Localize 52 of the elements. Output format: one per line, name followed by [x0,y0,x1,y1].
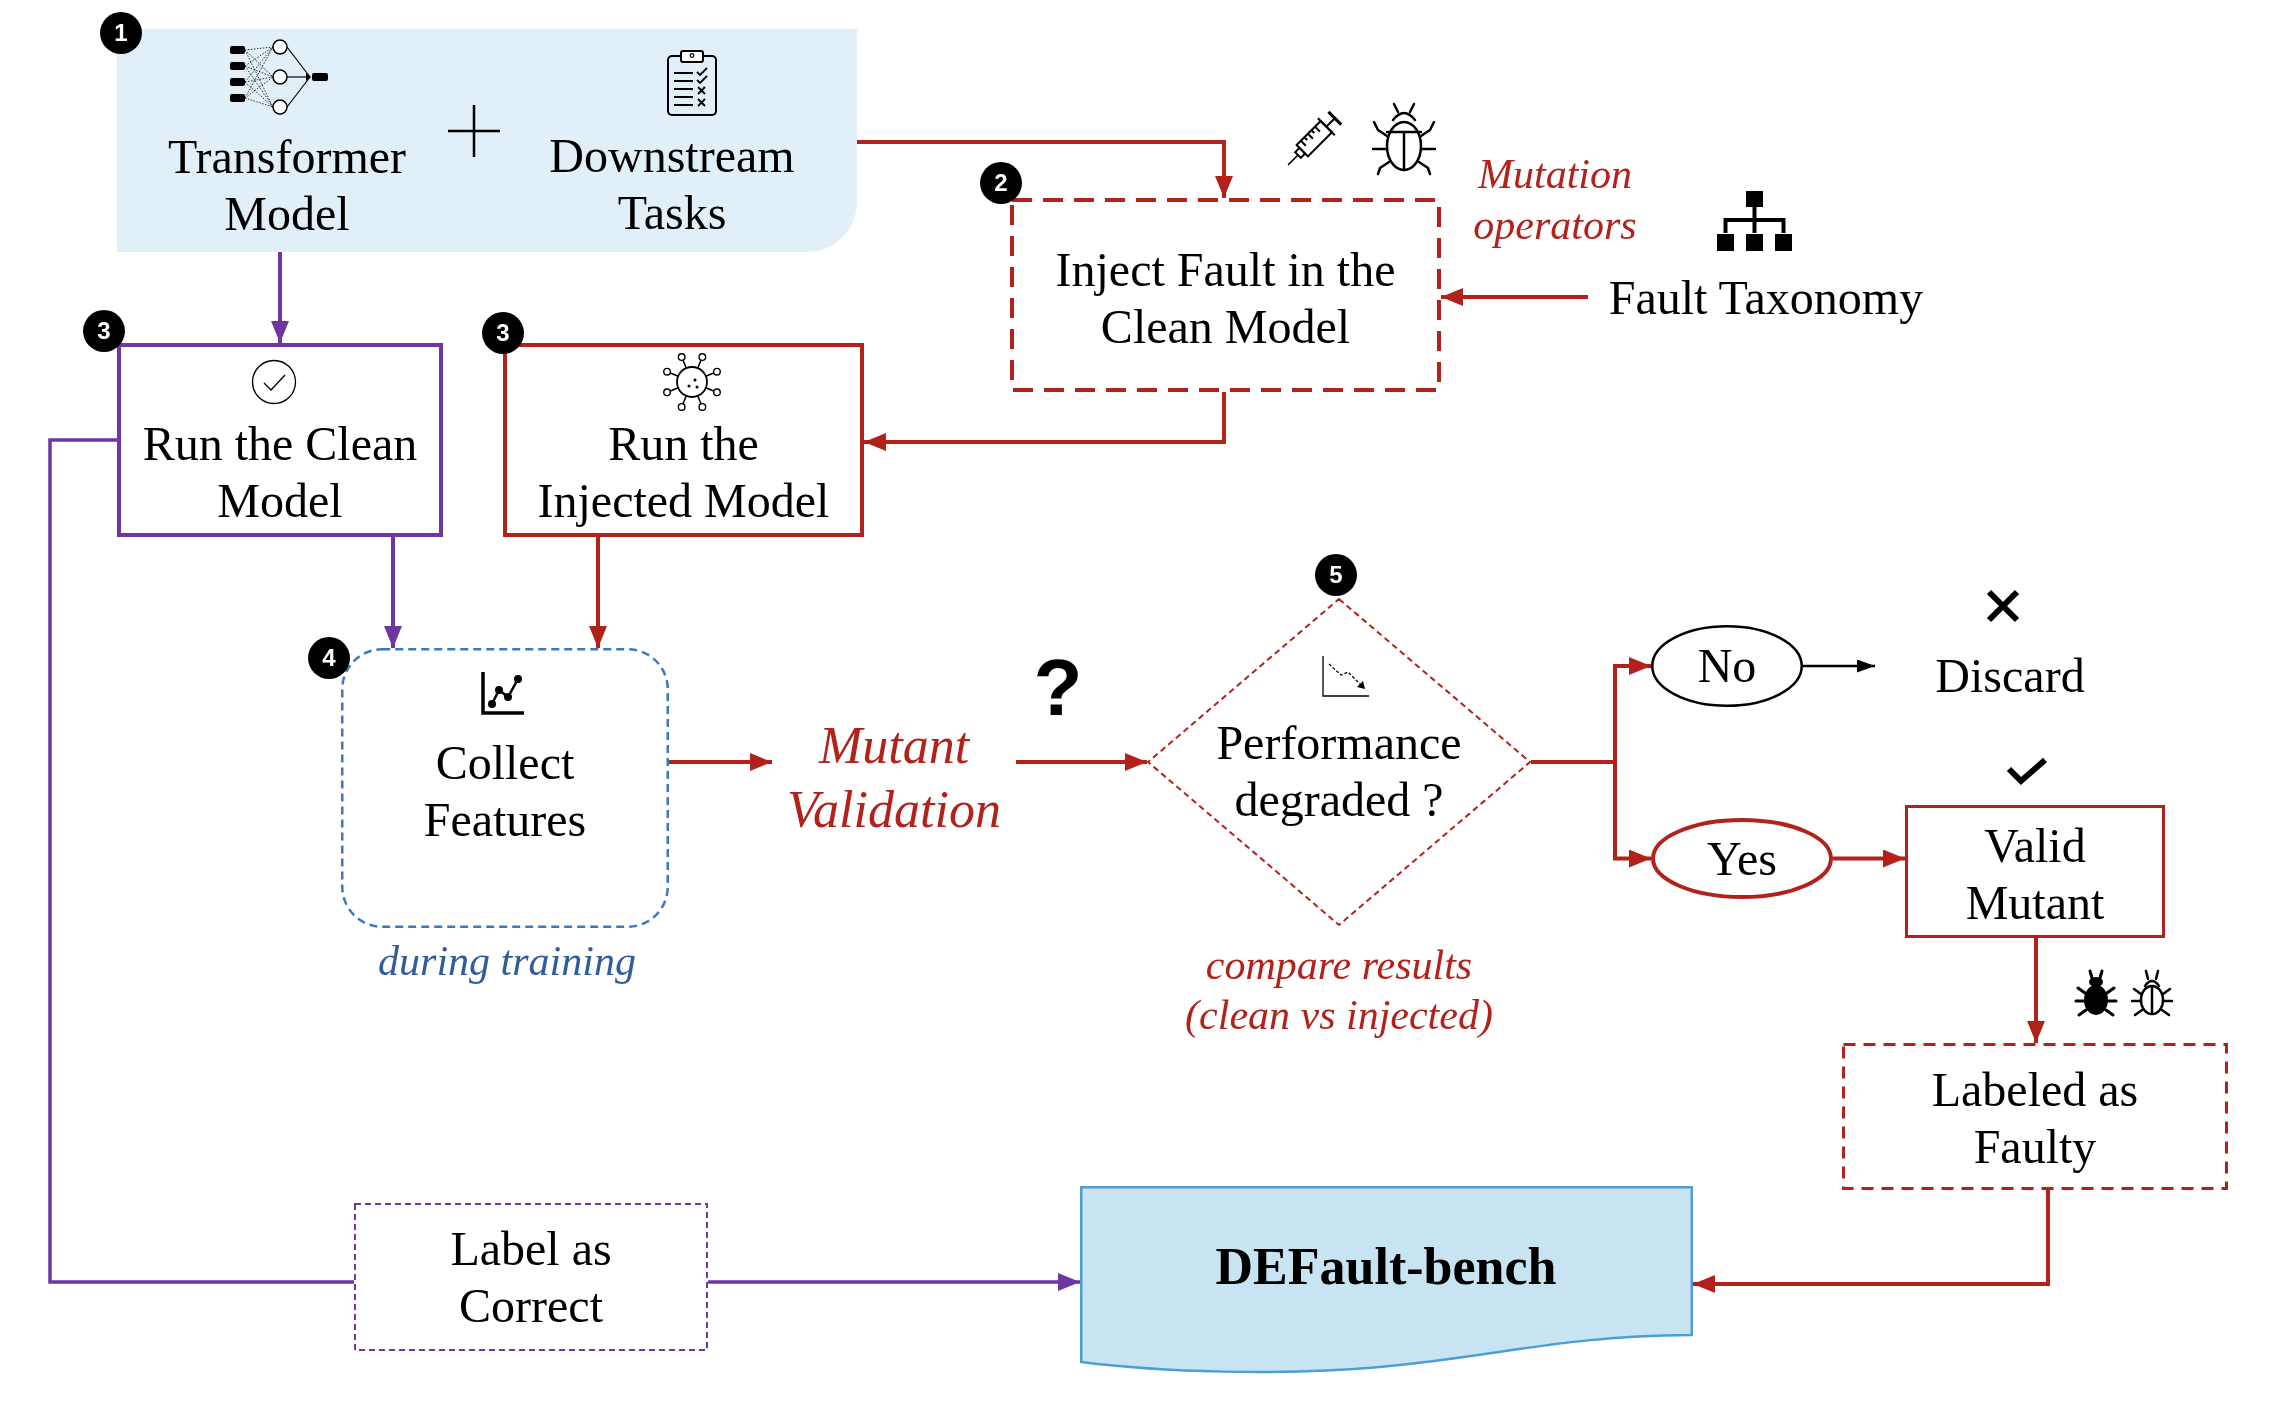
step-number: 2 [980,162,1022,204]
annotation-text: Mutation operators [1472,150,1638,250]
step-text: Fault Taxonomy [1588,268,1944,326]
step-number: 3 [482,312,524,354]
question-mark: ? [1033,648,1083,728]
arrow [864,392,1226,451]
arrow [384,537,402,648]
arrow [708,1273,1080,1291]
arrow [1441,288,1588,306]
step-text: Collect Features [422,735,588,848]
arrow [1833,849,1905,868]
outcome-ellipse [1651,818,1833,899]
dashed-process-box [354,1203,708,1351]
process-box [117,343,443,537]
document-shape [1080,1186,1693,1376]
step-text: Labeled as Faulty [1930,1062,2140,1175]
arrow [2027,938,2045,1043]
decision-diamond [1147,598,1531,926]
step-text: No [1696,638,1758,694]
caption-text: during training [377,937,637,986]
arrow [1016,753,1147,771]
step-number: 4 [308,637,350,679]
arrow [669,753,772,771]
arrow [589,537,607,648]
caption-text: compare results (clean vs injected) [1184,941,1494,1040]
arrow [271,252,289,343]
step-text: Inject Fault in the Clean Model [1054,242,1397,355]
step-text: Transformer Model [166,129,408,242]
outcome-ellipse [1651,625,1803,707]
process-box [503,343,864,537]
step-text: Yes [1706,831,1778,887]
step-text: Label as Correct [449,1221,613,1334]
step-text: Valid Mutant [1964,818,2106,931]
rounded-dashed-box [341,648,669,928]
step-text: Performance degraded ? [1215,715,1463,828]
stage-title: Mutant Validation [772,714,1016,842]
step-text: DEFault-bench [1214,1237,1558,1297]
step-number: 5 [1315,554,1357,596]
connector-line [48,438,354,1284]
step-text: Downstream Tasks [548,128,796,241]
step-text: Run the Clean Model [141,416,419,529]
dashed-process-box [1010,198,1441,392]
process-box [1905,805,2165,938]
arrow [1693,1190,2050,1293]
outcome-text: Discard [1875,640,2145,710]
step-number: 3 [83,310,125,352]
step-number: 1 [100,12,142,54]
arrow [1803,659,1875,673]
step-text: Run the Injected Model [536,416,831,529]
arrow [857,140,1233,198]
dashed-process-box [1842,1043,2228,1190]
arrow [1531,760,1651,868]
